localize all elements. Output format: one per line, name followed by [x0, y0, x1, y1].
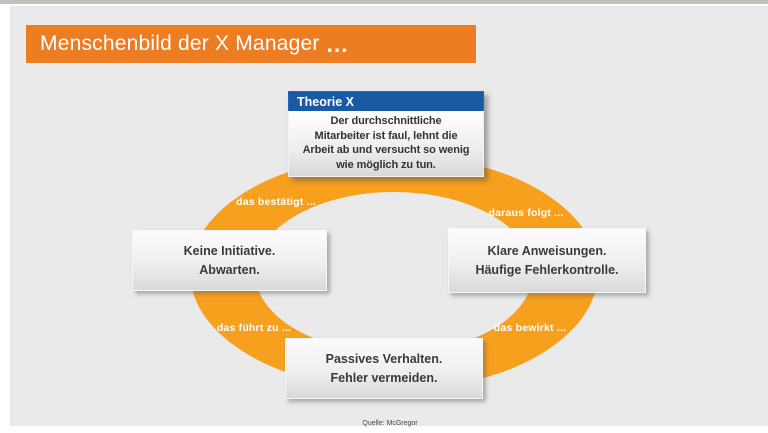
card-klare-anweisungen: Klare Anweisungen. Häufige Fehlerkontrol… [448, 228, 646, 293]
slide-title-bar: Menschenbild der X Manager ... [26, 25, 476, 63]
window-top-edge [0, 0, 768, 4]
theory-x-body-line: Der durchschnittliche [330, 115, 442, 127]
theory-x-body-line: wie möglich zu tun. [336, 158, 436, 171]
slide-canvas: Menschenbild der X Manager ... das bestä… [10, 6, 768, 427]
card-keine-initiative: Keine Initiative. Abwarten. [132, 230, 327, 291]
card-line: Häufige Fehlerkontrolle. [475, 262, 619, 277]
slide-title-dots: ... [326, 30, 349, 57]
theory-x-body-line: Mitarbeiter ist faul, lehnt die [314, 129, 458, 142]
card-line: Klare Anweisungen. [487, 244, 607, 259]
card-passives-verhalten: Passives Verhalten. Fehler vermeiden. [285, 338, 483, 399]
cycle-label-das-fuehrt-zu: das führt zu ... [216, 322, 292, 334]
card-line: Fehler vermeiden. [330, 370, 438, 385]
theory-x-body: Der durchschnittliche Mitarbeiter ist fa… [288, 111, 484, 177]
cycle-label-das-bewirkt: das bewirkt ... [493, 322, 567, 334]
cycle-label-daraus-folgt: daraus folgt ... [488, 207, 564, 219]
theory-x-box: Theorie X Der durchschnittliche Mitarbei… [288, 91, 484, 177]
slide-title: Menschenbild der X Manager [40, 32, 320, 55]
source-note: Quelle: McGregor [362, 420, 418, 427]
card-line: Passives Verhalten. [325, 352, 443, 367]
theory-x-body-line: Arbeit ab und versucht so wenig [302, 144, 470, 156]
card-line: Keine Initiative. [183, 244, 276, 259]
theory-x-header: Theorie X [288, 91, 484, 111]
cycle-label-das-bestaetigt: das bestätigt ... [236, 196, 316, 208]
card-line: Abwarten. [199, 262, 260, 277]
